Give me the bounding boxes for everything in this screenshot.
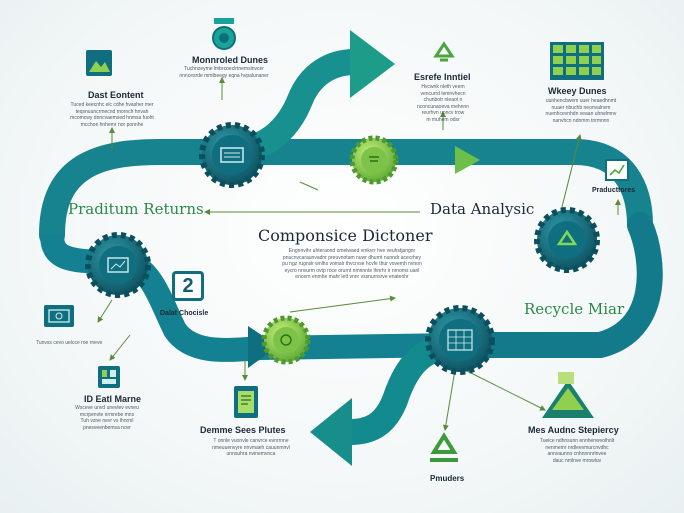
gear-icon: [199, 122, 265, 188]
recycle-pyramid-icon: [542, 372, 594, 418]
upper-curved-arrow: [236, 49, 356, 163]
recycle-label: Recycle Miar: [524, 300, 625, 318]
middle-flow-band: [40, 234, 461, 363]
step-number-badge: 2: [172, 271, 204, 301]
block-title: Monnroled Dunes: [192, 55, 268, 65]
right-flow-band: [447, 212, 663, 358]
block-title: Mes Audnc Stepiercy: [528, 425, 619, 435]
block-title: Dast Eontent: [88, 90, 144, 100]
middle-arrow-head: [248, 326, 278, 368]
gear-icon: [425, 305, 495, 375]
gear-icon: [261, 315, 311, 365]
recycle-icon: [433, 41, 455, 62]
gear-icon: [85, 232, 151, 298]
recycle-arrows-icon: [430, 432, 458, 462]
center-title: Componsice Dictoner: [258, 226, 433, 245]
block-title: Esrefe Inntiel: [414, 72, 471, 82]
chart-board-icon: [605, 159, 629, 181]
block-body: uunhencbwem uuer heaedhnmt nuaer nbuchb …: [545, 98, 617, 124]
analysis-label: Data Analysic: [430, 200, 535, 218]
gear-icon: [534, 207, 600, 273]
block-title: Wkeey Dunes: [548, 86, 607, 96]
block-title: Dalat Chocisle: [160, 310, 209, 317]
block-body: Tuchnzeyme lmbrcoeclrtnemsinvcer nnncesr…: [179, 66, 269, 79]
dashboard-grid-icon: [550, 42, 604, 80]
center-body: Engnnvihr uhteraond omelwaed vmkvrr hve …: [282, 248, 422, 280]
monitor-icon: [44, 305, 74, 327]
sd-card-icon: [98, 366, 120, 388]
lower-arrow-head: [310, 398, 352, 466]
block-body: Hvcwnk nleth veem vencurrd lemnvhecn chu…: [417, 84, 469, 123]
gear-icon: [349, 135, 399, 185]
upper-arrow-head: [350, 30, 395, 98]
block-body: Wsceve unvd unevlev evneu mcrpenvte nrmr…: [75, 405, 139, 431]
connector-lines: [97, 77, 621, 431]
block-title: Praducttores: [592, 187, 636, 194]
dast-content-mountain-icon: [86, 50, 112, 76]
block-body: Tuelce ndhnsunn ennhenwvolhnlt nenmemr n…: [539, 438, 615, 464]
document-icon: [234, 386, 258, 418]
block-body: Tuced keecnhc elc cdhe hvasher mer teqsn…: [70, 102, 154, 128]
trophy-icon: [212, 18, 236, 50]
block-title: Demme Sees Plutes: [200, 425, 286, 435]
block-body: T onnle vuonvle canvrce evnrrnne nmeuuen…: [212, 438, 290, 457]
block-body: Tunvss cevo uelcce roe rneve: [36, 340, 103, 346]
returns-label: Praditum Returns: [68, 200, 204, 218]
block-title: Pmuders: [430, 474, 465, 483]
block-title: ID Eatl Marne: [84, 394, 142, 404]
green-arrow-head: [455, 146, 480, 174]
upper-flow-band: [39, 139, 653, 248]
